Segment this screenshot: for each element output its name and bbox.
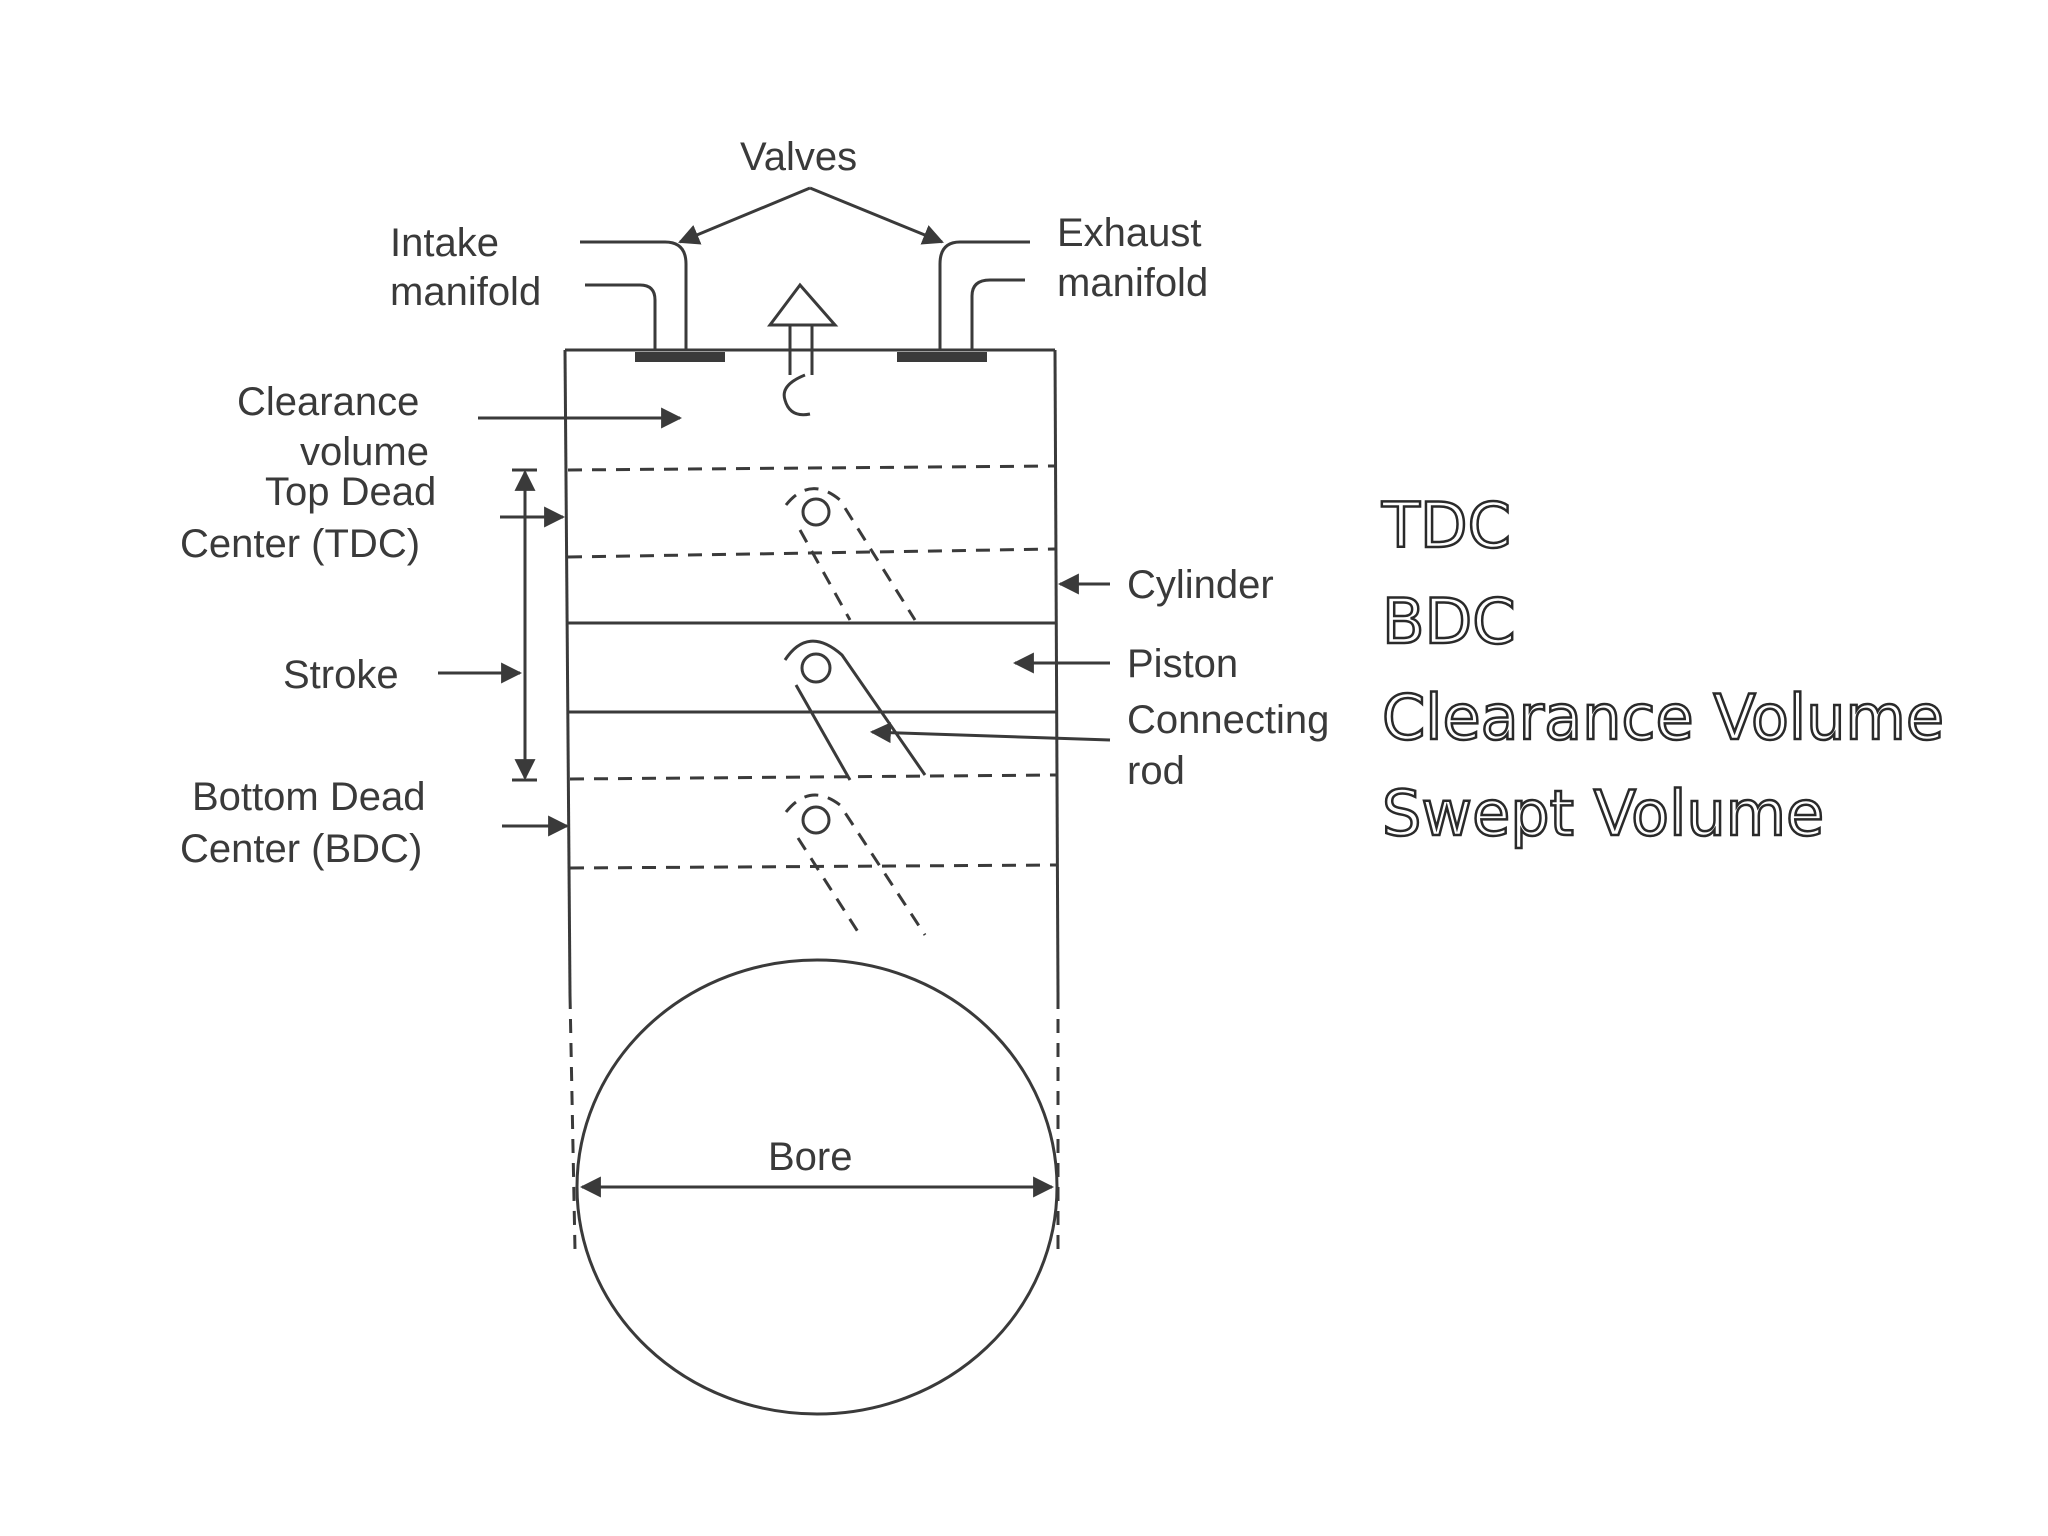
- valves-label: Valves: [740, 135, 857, 179]
- tdc-label-line2: Center (TDC): [180, 522, 420, 566]
- connecting-rod-label: Connecting: [1127, 698, 1329, 742]
- exhaust-valve-seat: [897, 352, 987, 362]
- bore-circle: [575, 958, 1059, 1416]
- tdc-label: Top Dead: [265, 470, 436, 514]
- term-clearance-volume: Clearance Volume: [1381, 680, 1945, 756]
- key-terms-list: TDC BDC Clearance Volume Swept Volume: [1381, 478, 1945, 862]
- intake-manifold-port: [580, 240, 688, 350]
- clearance-volume-label: Clearance: [237, 380, 419, 424]
- tdc-upper-line: [567, 464, 1056, 472]
- intake-manifold-label: Intake: [390, 221, 499, 265]
- bdc-label: Bottom Dead: [192, 775, 425, 819]
- term-tdc: TDC: [1381, 488, 1512, 564]
- stroke-dimension: [512, 468, 537, 782]
- exhaust-manifold-port: [938, 240, 1030, 350]
- bdc-connecting-rod-ghost: [784, 793, 927, 936]
- tdc-connecting-rod-ghost: [784, 487, 917, 621]
- clearance-volume-label-line2: volume: [300, 430, 429, 474]
- intake-valve-seat: [635, 352, 725, 362]
- exhaust-manifold-label-line2: manifold: [1057, 261, 1208, 305]
- exhaust-manifold-label: Exhaust: [1057, 211, 1202, 255]
- cylinder-label: Cylinder: [1127, 563, 1274, 607]
- bore-label: Bore: [768, 1135, 853, 1179]
- cylinder-body: [563, 348, 1060, 1251]
- bdc-lower-line: [569, 863, 1058, 870]
- bdc-label-line2: Center (BDC): [180, 827, 422, 871]
- term-bdc: BDC: [1381, 584, 1517, 660]
- bdc-upper-line: [569, 773, 1058, 781]
- stroke-label: Stroke: [283, 653, 399, 697]
- connecting-rod: [783, 639, 927, 781]
- intake-manifold-label-line2: manifold: [390, 270, 541, 314]
- term-swept-volume: Swept Volume: [1381, 776, 1826, 852]
- piston-label: Piston: [1127, 642, 1238, 686]
- spark-plug: [767, 282, 839, 417]
- connecting-rod-label-line2: rod: [1127, 749, 1185, 793]
